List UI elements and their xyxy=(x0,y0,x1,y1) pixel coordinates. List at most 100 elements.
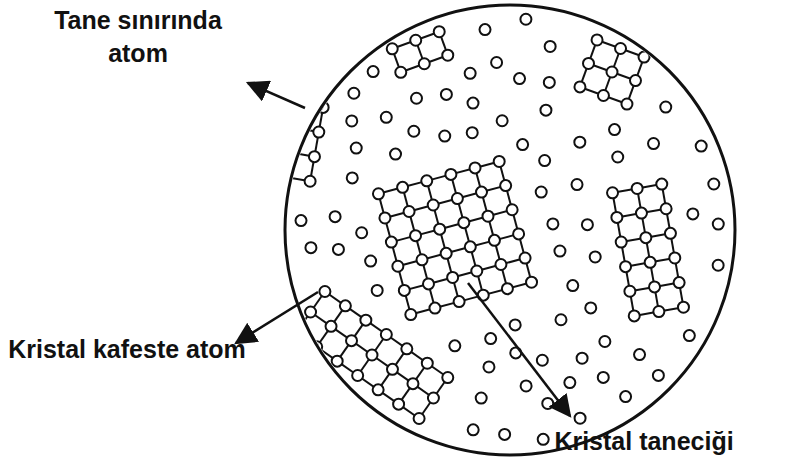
boundary-atom xyxy=(572,179,583,190)
lattice-atom xyxy=(441,248,452,259)
lattice-atom xyxy=(399,285,410,296)
crystal-grain-label: Kristal taneciği xyxy=(505,425,783,458)
lattice-atom xyxy=(442,50,453,61)
boundary-atom xyxy=(609,124,620,135)
lattice-atom xyxy=(482,211,493,222)
boundary-atom xyxy=(520,14,531,25)
lattice-atom xyxy=(264,118,275,129)
lattice-atom xyxy=(649,281,660,292)
lattice-atom xyxy=(417,254,428,265)
boundary-atom xyxy=(381,112,392,123)
lattice-atom xyxy=(395,67,406,78)
lattice-atom xyxy=(616,237,627,248)
lattice-atom xyxy=(653,306,664,317)
lattice-atom xyxy=(352,370,363,381)
lattice-atom xyxy=(255,167,266,178)
lattice-atom xyxy=(386,237,397,248)
lattice-atom xyxy=(611,212,622,223)
boundary-atom xyxy=(372,285,383,296)
boundary-atom xyxy=(346,115,357,126)
boundary-atom xyxy=(539,155,550,166)
lattice-bond xyxy=(265,123,269,148)
lattice-atom xyxy=(520,253,531,264)
boundary-atom xyxy=(467,127,478,138)
lattice-atom xyxy=(500,180,511,191)
boundary-atom xyxy=(491,57,502,68)
boundary-atom xyxy=(612,151,623,162)
boundary-atom xyxy=(476,393,487,404)
lattice-atom xyxy=(607,187,618,198)
lattice-atom xyxy=(465,241,476,252)
boundary-atom xyxy=(408,126,419,137)
boundary-atom xyxy=(590,251,601,262)
boundary-atom xyxy=(411,93,422,104)
lattice-atom xyxy=(452,193,463,204)
lattice-bond xyxy=(285,152,289,177)
boundary-atom xyxy=(485,333,496,344)
lattice-bond xyxy=(270,99,274,124)
lattice-atom xyxy=(620,261,631,272)
lattice-atom xyxy=(309,151,320,162)
lattice-atom xyxy=(289,122,300,133)
lattice-atom xyxy=(489,235,500,246)
lattice-bond xyxy=(261,173,286,177)
lattice-atom xyxy=(445,169,456,180)
boundary-atom xyxy=(468,424,479,435)
lattice-atom xyxy=(661,203,672,214)
lattice-atom xyxy=(423,278,434,289)
boundary-atom xyxy=(696,141,707,152)
leader-arrow xyxy=(248,83,305,108)
leader-arrow xyxy=(468,283,570,416)
lattice-atom xyxy=(592,34,603,45)
boundary-atom xyxy=(585,302,596,313)
lattice-bond xyxy=(270,123,295,127)
lattice-atom xyxy=(678,302,689,313)
lattice-atom xyxy=(313,127,324,138)
lattice-atom xyxy=(442,372,453,383)
boundary-atom xyxy=(330,211,341,222)
lattice-atom xyxy=(495,259,506,270)
boundary-atom xyxy=(517,139,528,150)
lattice-atom xyxy=(656,179,667,190)
lattice-atom xyxy=(674,277,685,288)
lattice-atom xyxy=(397,182,408,193)
boundary-atom xyxy=(542,398,553,409)
lattice-atom xyxy=(574,81,585,92)
lattice-atom xyxy=(669,252,680,263)
boundary-atom xyxy=(599,336,610,347)
lattice-atom xyxy=(640,232,651,243)
lattice-atom xyxy=(526,277,537,288)
boundary-atom xyxy=(441,89,452,100)
lattice-atom xyxy=(422,358,433,369)
boundary-atom xyxy=(545,41,556,52)
boundary-atom xyxy=(536,187,547,198)
lattice-atom xyxy=(621,99,632,110)
lattice-atom xyxy=(630,75,641,86)
boundary-atom xyxy=(648,138,659,149)
lattice-atom xyxy=(291,327,302,338)
lattice-atom xyxy=(326,321,337,332)
lattice-atom xyxy=(428,393,439,404)
sample-circle xyxy=(285,5,735,455)
boundary-atom xyxy=(634,349,645,360)
lattice-bond xyxy=(294,103,298,128)
lattice-atom xyxy=(404,206,415,217)
boundary-atom xyxy=(521,380,532,391)
lattice-atom xyxy=(502,283,513,294)
lattice-atom xyxy=(476,187,487,198)
boundary-atom xyxy=(564,377,575,388)
boundary-atom xyxy=(687,208,698,219)
boundary-atom xyxy=(544,77,555,88)
lattice-atom xyxy=(367,350,378,361)
boundary-atom xyxy=(348,88,359,99)
boundary-atom xyxy=(305,242,316,253)
lattice-atom xyxy=(494,156,505,167)
boundary-atom xyxy=(555,314,566,325)
boundary-atom xyxy=(333,244,344,255)
lattice-atom xyxy=(360,315,371,326)
lattice-atom xyxy=(392,261,403,272)
boundary-atom xyxy=(480,24,491,35)
crystal-lattice xyxy=(255,26,689,424)
lattice-atom xyxy=(428,200,439,211)
